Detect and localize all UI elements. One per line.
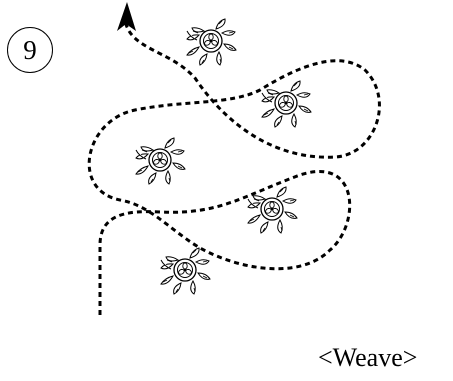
weave-path [87,19,381,315]
step-number: 9 [23,34,37,65]
arrowhead-icon [117,2,136,31]
diagram-caption: <Weave> [318,343,418,372]
flower-wreath-icon [135,137,186,185]
step-number-badge: 9 [7,27,53,73]
flower-wreath-icon [261,80,312,128]
flower-wreath-icon [186,18,237,66]
flower-wreath-icon [160,247,211,295]
